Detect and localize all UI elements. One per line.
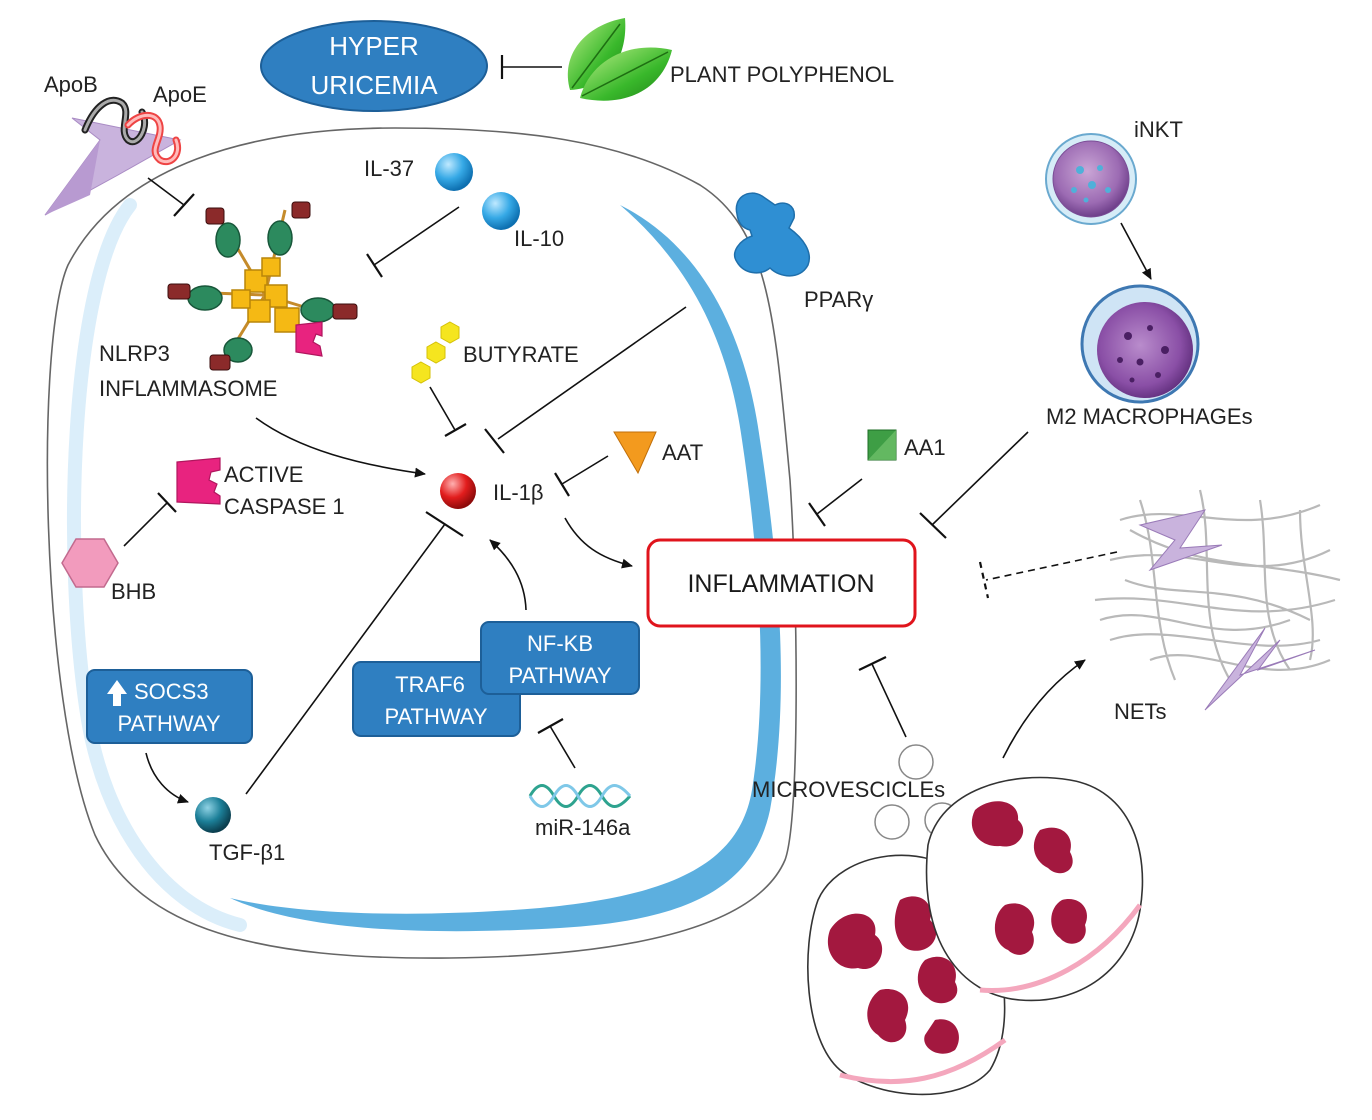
edge-microvesicles-blocker xyxy=(858,656,887,671)
edge-il-blocker xyxy=(366,253,383,278)
traf6-label-line1: TRAF6 xyxy=(395,672,465,697)
edge-inkt-to-m2 xyxy=(1120,222,1152,280)
edge-bhb-inhibits-caspase xyxy=(123,502,168,547)
aat-triangle-icon xyxy=(613,431,657,475)
edge-butyrate-inhibits-il1b xyxy=(429,386,456,431)
edge-mir-blocker xyxy=(537,718,564,734)
nfkb-label-line2: PATHWAY xyxy=(508,663,611,688)
tgfb1-sphere-icon xyxy=(195,797,231,833)
edge-butyrate-blocker xyxy=(444,423,467,437)
aat-label: AAT xyxy=(662,440,703,465)
inkt-cell-icon xyxy=(1045,133,1137,225)
socs3-label-line1: SOCS3 xyxy=(134,679,209,704)
nlrp3-label-line1: NLRP3 xyxy=(99,341,170,366)
edge-aa1-blocker xyxy=(808,502,826,527)
lipoprotein-crystal-icon xyxy=(44,96,182,216)
edge-tgfb1-blocker xyxy=(425,511,464,537)
il37-label: IL-37 xyxy=(364,156,414,181)
edge-il1b-to-inflammation xyxy=(564,517,633,569)
leaf-icon xyxy=(567,18,672,101)
il37-sphere-icon xyxy=(435,153,473,191)
traf6-label-line2: PATHWAY xyxy=(384,704,487,729)
inflammation-label: INFLAMMATION xyxy=(687,570,874,598)
edge-m2-blocker xyxy=(919,512,947,539)
microvesicles-label: MICROVESCICLEs xyxy=(752,777,945,802)
edge-mir146a-inhibits-pathways xyxy=(549,725,576,769)
apob-label: ApoB xyxy=(44,72,98,97)
edge-m2-inhibits-inflammation xyxy=(931,431,1029,526)
up-arrow-icon xyxy=(107,680,127,706)
edge-pparg-blocker xyxy=(484,428,505,454)
edge-nets-inhibits-inflammation xyxy=(985,551,1118,581)
nfkb-pathway-node: NF-KB PATHWAY xyxy=(480,621,640,695)
il1b-label: IL-1β xyxy=(493,480,544,505)
tgfb1-label: TGF-β1 xyxy=(209,840,285,865)
pparg-label: PPARγ xyxy=(804,287,873,312)
aa1-label: AA1 xyxy=(904,435,946,460)
socs3-pathway-node: SOCS3 PATHWAY xyxy=(86,669,253,744)
edge-aa1-inhibits-inflammation xyxy=(816,478,863,515)
il1b-sphere-icon xyxy=(440,473,476,509)
edge-il37-il10-inhibits-nlrp3 xyxy=(373,206,460,266)
edge-tgfb1-inhibits-il1b xyxy=(245,523,446,795)
nets-label: NETs xyxy=(1114,699,1167,724)
apoe-label: ApoE xyxy=(153,82,207,107)
m2-macrophage-icon xyxy=(1080,284,1200,404)
socs3-label-line2: PATHWAY xyxy=(117,711,220,736)
active-caspase-label-line2: CASPASE 1 xyxy=(224,494,345,519)
edge-aat-blocker xyxy=(554,472,570,497)
hyperuricemia-label-line1: HYPER xyxy=(329,31,419,61)
hyperuricemia-label-line2: URICEMIA xyxy=(310,70,438,100)
mir146a-label: miR-146a xyxy=(535,815,631,840)
il10-sphere-icon xyxy=(482,192,520,230)
edge-pathways-to-il1b xyxy=(489,539,527,611)
traf6-pathway-node: TRAF6 PATHWAY xyxy=(352,661,521,737)
edge-socs3-to-tgfb1 xyxy=(145,752,189,804)
m2-macrophages-label: M2 MACROPHAGEs xyxy=(1046,404,1253,429)
pparg-receptor-icon xyxy=(733,192,810,277)
edge-apo-inhibits-nlrp3 xyxy=(147,177,185,206)
edge-bhb-blocker xyxy=(157,492,177,513)
il10-label: IL-10 xyxy=(514,226,564,251)
edge-apo-blocker xyxy=(173,193,195,217)
active-caspase-label-line1: ACTIVE xyxy=(224,462,303,487)
bhb-label: BHB xyxy=(111,579,156,604)
edge-nlrp3-to-il1b xyxy=(255,417,426,478)
edge-pparg-inhibits-il1b xyxy=(497,306,687,440)
hyperuricemia-node: HYPER URICEMIA xyxy=(260,20,488,112)
inflammation-node: INFLAMMATION xyxy=(646,538,917,628)
neutrophil-cell-2 xyxy=(925,776,1144,1002)
nlrp3-label-line2: INFLAMMASOME xyxy=(99,376,277,401)
cell xyxy=(46,127,797,959)
edge-microvesicles-inhibits-inflammation xyxy=(871,663,907,738)
plant-polyphenol-label: PLANT POLYPHENOL xyxy=(670,62,894,87)
butyrate-hexagons-icon xyxy=(411,321,460,384)
nets-fibers-icon xyxy=(1094,489,1341,711)
mirna-helix-icon xyxy=(528,784,632,808)
edge-neutrophil-to-nets xyxy=(1002,659,1086,759)
bhb-hexagon-icon xyxy=(61,538,119,588)
caspase-icon xyxy=(176,457,221,505)
nfkb-label-line1: NF-KB xyxy=(527,631,593,656)
cell-membrane xyxy=(230,205,781,932)
inkt-label: iNKT xyxy=(1134,117,1183,142)
butyrate-label: BUTYRATE xyxy=(463,342,579,367)
nlrp3-inflammasome-icon xyxy=(167,201,358,371)
edge-aat-inhibits-il1b xyxy=(561,455,609,485)
